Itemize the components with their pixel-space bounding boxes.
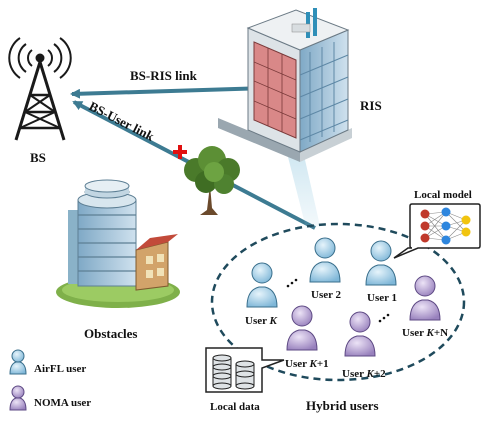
legend-noma-label: NOMA user (34, 397, 91, 409)
ris-building-icon (218, 8, 352, 162)
user-k-label: User K (245, 315, 278, 327)
user-1-figure (365, 240, 397, 286)
ris-label: RIS (360, 98, 382, 113)
user-k-plus-n-label: User K+N (402, 327, 448, 339)
local-data-label: Local data (210, 401, 260, 413)
legend: AirFL user NOMA user (9, 349, 91, 411)
user-k-plus-1-label: User K+1 (285, 358, 329, 370)
bs-ris-link-arrow (70, 86, 269, 99)
legend-airfl-icon (9, 349, 27, 375)
bs-label: BS (30, 150, 46, 165)
hybrid-users-cluster (210, 222, 466, 382)
bs-ris-link-label: BS-RIS link (130, 68, 198, 83)
ellipsis-dots (286, 278, 390, 323)
base-station-tower-icon (8, 37, 72, 141)
obstacles-label: Obstacles (84, 326, 137, 341)
user-k-plus-n-figure (409, 275, 441, 321)
user-k-figure (246, 262, 278, 308)
tree-icon (184, 146, 240, 215)
bs-user-link-label: BS-User link (87, 98, 158, 144)
user-2-figure (309, 237, 341, 283)
user-k-plus-2-figure (344, 311, 376, 357)
user-2-label: User 2 (311, 289, 342, 301)
user-k-plus-2-label: User K+2 (342, 368, 386, 380)
neural-network-icon (420, 207, 471, 245)
user-k-plus-1-figure (286, 305, 318, 351)
database-icon (212, 354, 255, 390)
hybrid-users-label: Hybrid users (306, 398, 379, 413)
user-1-label: User 1 (367, 292, 397, 304)
legend-noma-icon (9, 385, 27, 411)
legend-airfl-label: AirFL user (34, 363, 86, 375)
local-model-label: Local model (414, 189, 472, 201)
obstacle-building-icon (56, 179, 180, 308)
blocked-link-icon (173, 145, 187, 159)
